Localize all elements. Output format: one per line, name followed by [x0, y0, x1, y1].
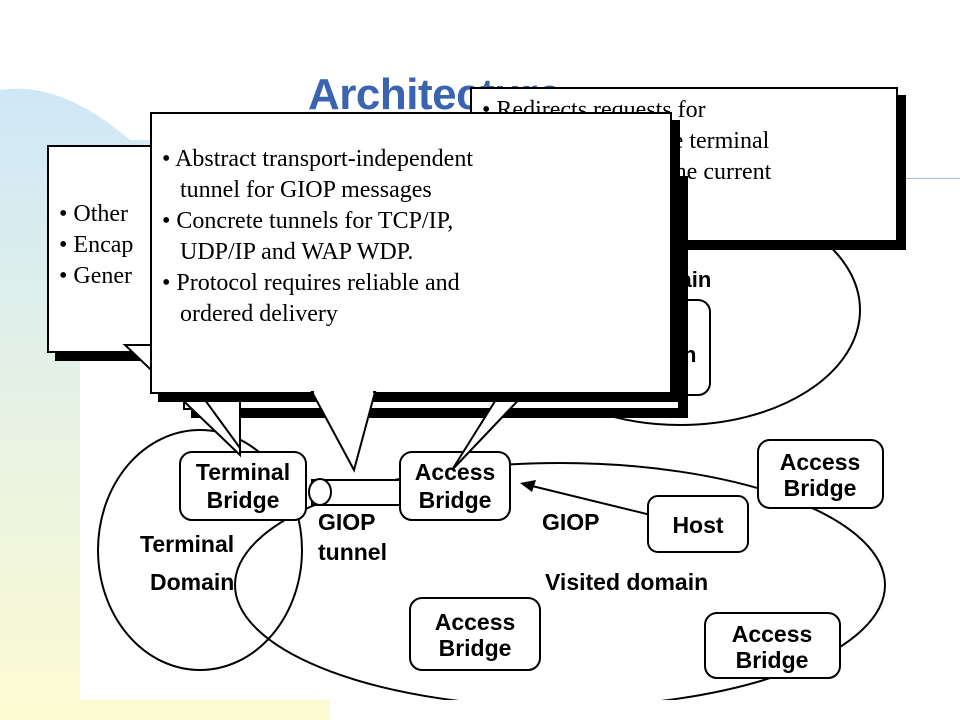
- access-bridge-center-label-1: Access: [415, 459, 496, 485]
- access-bridge-top-right-label-2: Bridge: [784, 475, 857, 501]
- host-node: [647, 495, 749, 553]
- giop-tunnel-line-1: • Abstract transport-independent: [162, 146, 473, 172]
- visited-domain-ellipse: [234, 462, 886, 700]
- other-line-3: • Gener: [59, 263, 133, 289]
- access-bridge-bottom-left-label-2: Bridge: [439, 635, 512, 661]
- giop-label: GIOP: [542, 509, 600, 535]
- giop-tunnel-line-6: ordered delivery: [162, 301, 338, 327]
- giop-arrow-line: [527, 484, 664, 519]
- visited-domain-label: Visited domain: [545, 569, 708, 595]
- terminal-domain-label-1: Terminal: [140, 531, 234, 557]
- giop-tunnel-line-5: • Protocol requires reliable and: [162, 270, 460, 296]
- other-line-2: • Encap: [59, 232, 134, 258]
- access-bridge-bottom-left-label-1: Access: [435, 609, 516, 635]
- access-bridge-bottom-right-label-2: Bridge: [736, 647, 809, 673]
- terminal-bridge-label-2: Bridge: [207, 487, 280, 513]
- access-bridge-top-right-node: [757, 439, 884, 509]
- terminal-domain-label-2: Domain: [150, 569, 234, 595]
- access-bridge-bottom-left-node: [409, 597, 541, 671]
- giop-tunnel-line-4: UDP/IP and WAP WDP.: [162, 239, 414, 265]
- access-bridge-top-right-label-1: Access: [780, 449, 861, 475]
- tunnel-end-cap: [308, 478, 332, 506]
- terminal-bridge-label-1: Terminal: [196, 459, 290, 485]
- host-label: Host: [672, 512, 723, 538]
- terminal-bridge-node: [179, 451, 307, 521]
- giop-arrow-head-left: [520, 480, 536, 492]
- giop-tunnel-label-2: tunnel: [318, 539, 387, 565]
- access-bridge-bottom-right-label-1: Access: [732, 621, 813, 647]
- access-bridge-bottom-right-node: [704, 612, 841, 679]
- access-bridge-center-label-2: Bridge: [419, 487, 492, 513]
- other-line-1: • Other: [59, 201, 129, 227]
- home-access-bridge-label: n: [683, 342, 696, 367]
- giop-tunnel-line-2: tunnel for GIOP messages: [162, 177, 432, 203]
- giop-tunnel-line-3: • Concrete tunnels for TCP/IP,: [162, 208, 454, 234]
- callout-giop-tunnel: • Abstract transport-independent tunnel …: [150, 112, 672, 394]
- giop-tunnel-label-1: GIOP: [318, 509, 376, 535]
